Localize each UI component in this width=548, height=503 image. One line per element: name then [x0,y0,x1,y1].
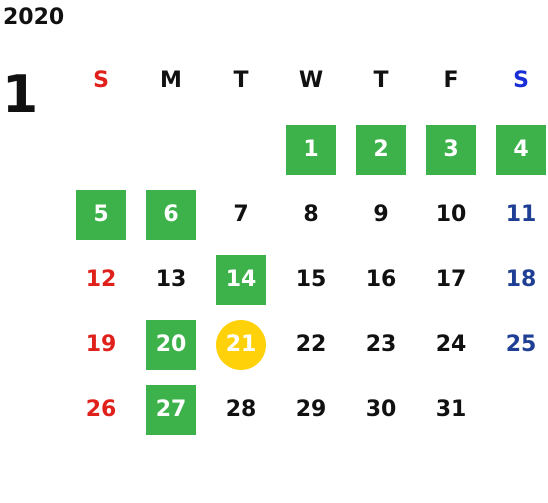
day-number: 26 [85,397,117,422]
day-cell[interactable]: 18 [486,250,548,315]
day-number: 19 [85,332,117,357]
day-cell[interactable]: 19 [66,315,136,380]
weekday-sunday: S [93,68,109,93]
day-number: 4 [496,125,546,175]
day-cell[interactable]: 2 [346,120,416,185]
day-cell[interactable]: 5 [66,185,136,250]
day-cell[interactable]: 21 [206,315,276,380]
weekday-wednesday: W [298,68,324,93]
day-cell[interactable]: 3 [416,120,486,185]
day-cell[interactable]: 4 [486,120,548,185]
day-number: 14 [216,255,266,305]
day-cell[interactable]: 26 [66,380,136,445]
day-number: 16 [365,267,397,292]
day-number: 13 [155,267,187,292]
weekday-saturday: S [513,68,529,93]
day-number: 31 [435,397,467,422]
day-cell[interactable]: 30 [346,380,416,445]
day-cell[interactable]: 11 [486,185,548,250]
day-cell[interactable]: 25 [486,315,548,380]
day-cell[interactable]: 7 [206,185,276,250]
day-number: 9 [373,202,389,227]
day-cell[interactable]: 31 [416,380,486,445]
day-number: 6 [146,190,196,240]
day-number: 12 [85,267,117,292]
day-number: 17 [435,267,467,292]
day-number: 30 [365,397,397,422]
day-number: 29 [295,397,327,422]
day-number: 21 [216,320,266,370]
day-cell[interactable]: 13 [136,250,206,315]
weekday-thursday: T [373,68,389,93]
day-number: 25 [505,332,537,357]
day-number: 20 [146,320,196,370]
weekday-header-row: S M T W T F S [66,66,548,96]
day-cell[interactable]: 17 [416,250,486,315]
day-number: 2 [356,125,406,175]
day-number: 22 [295,332,327,357]
day-number: 27 [146,385,196,435]
day-number: 28 [225,397,257,422]
day-number: 15 [295,267,327,292]
day-cell[interactable]: 6 [136,185,206,250]
day-number: 10 [435,202,467,227]
day-cell[interactable]: 23 [346,315,416,380]
month-number: 1 [2,65,39,125]
day-cell[interactable]: 20 [136,315,206,380]
day-cell[interactable]: 28 [206,380,276,445]
day-number: 11 [505,202,537,227]
day-cell[interactable]: 10 [416,185,486,250]
weekday-friday: F [443,68,459,93]
day-number: 8 [303,202,319,227]
day-cell[interactable]: 22 [276,315,346,380]
year-label: 2020 [3,5,65,30]
day-cell[interactable]: 16 [346,250,416,315]
weekday-tuesday: T [233,68,249,93]
weekday-monday: M [160,68,182,93]
day-cell[interactable]: 1 [276,120,346,185]
day-cell[interactable]: 29 [276,380,346,445]
day-cell[interactable]: 14 [206,250,276,315]
day-number: 23 [365,332,397,357]
day-number: 3 [426,125,476,175]
day-number: 5 [76,190,126,240]
day-cell[interactable]: 27 [136,380,206,445]
day-number: 1 [286,125,336,175]
day-cell[interactable]: 15 [276,250,346,315]
day-number: 18 [505,267,537,292]
day-cell[interactable]: 24 [416,315,486,380]
day-number: 7 [233,202,249,227]
day-cell[interactable]: 12 [66,250,136,315]
day-number: 24 [435,332,467,357]
day-cell[interactable]: 8 [276,185,346,250]
day-cell[interactable]: 9 [346,185,416,250]
